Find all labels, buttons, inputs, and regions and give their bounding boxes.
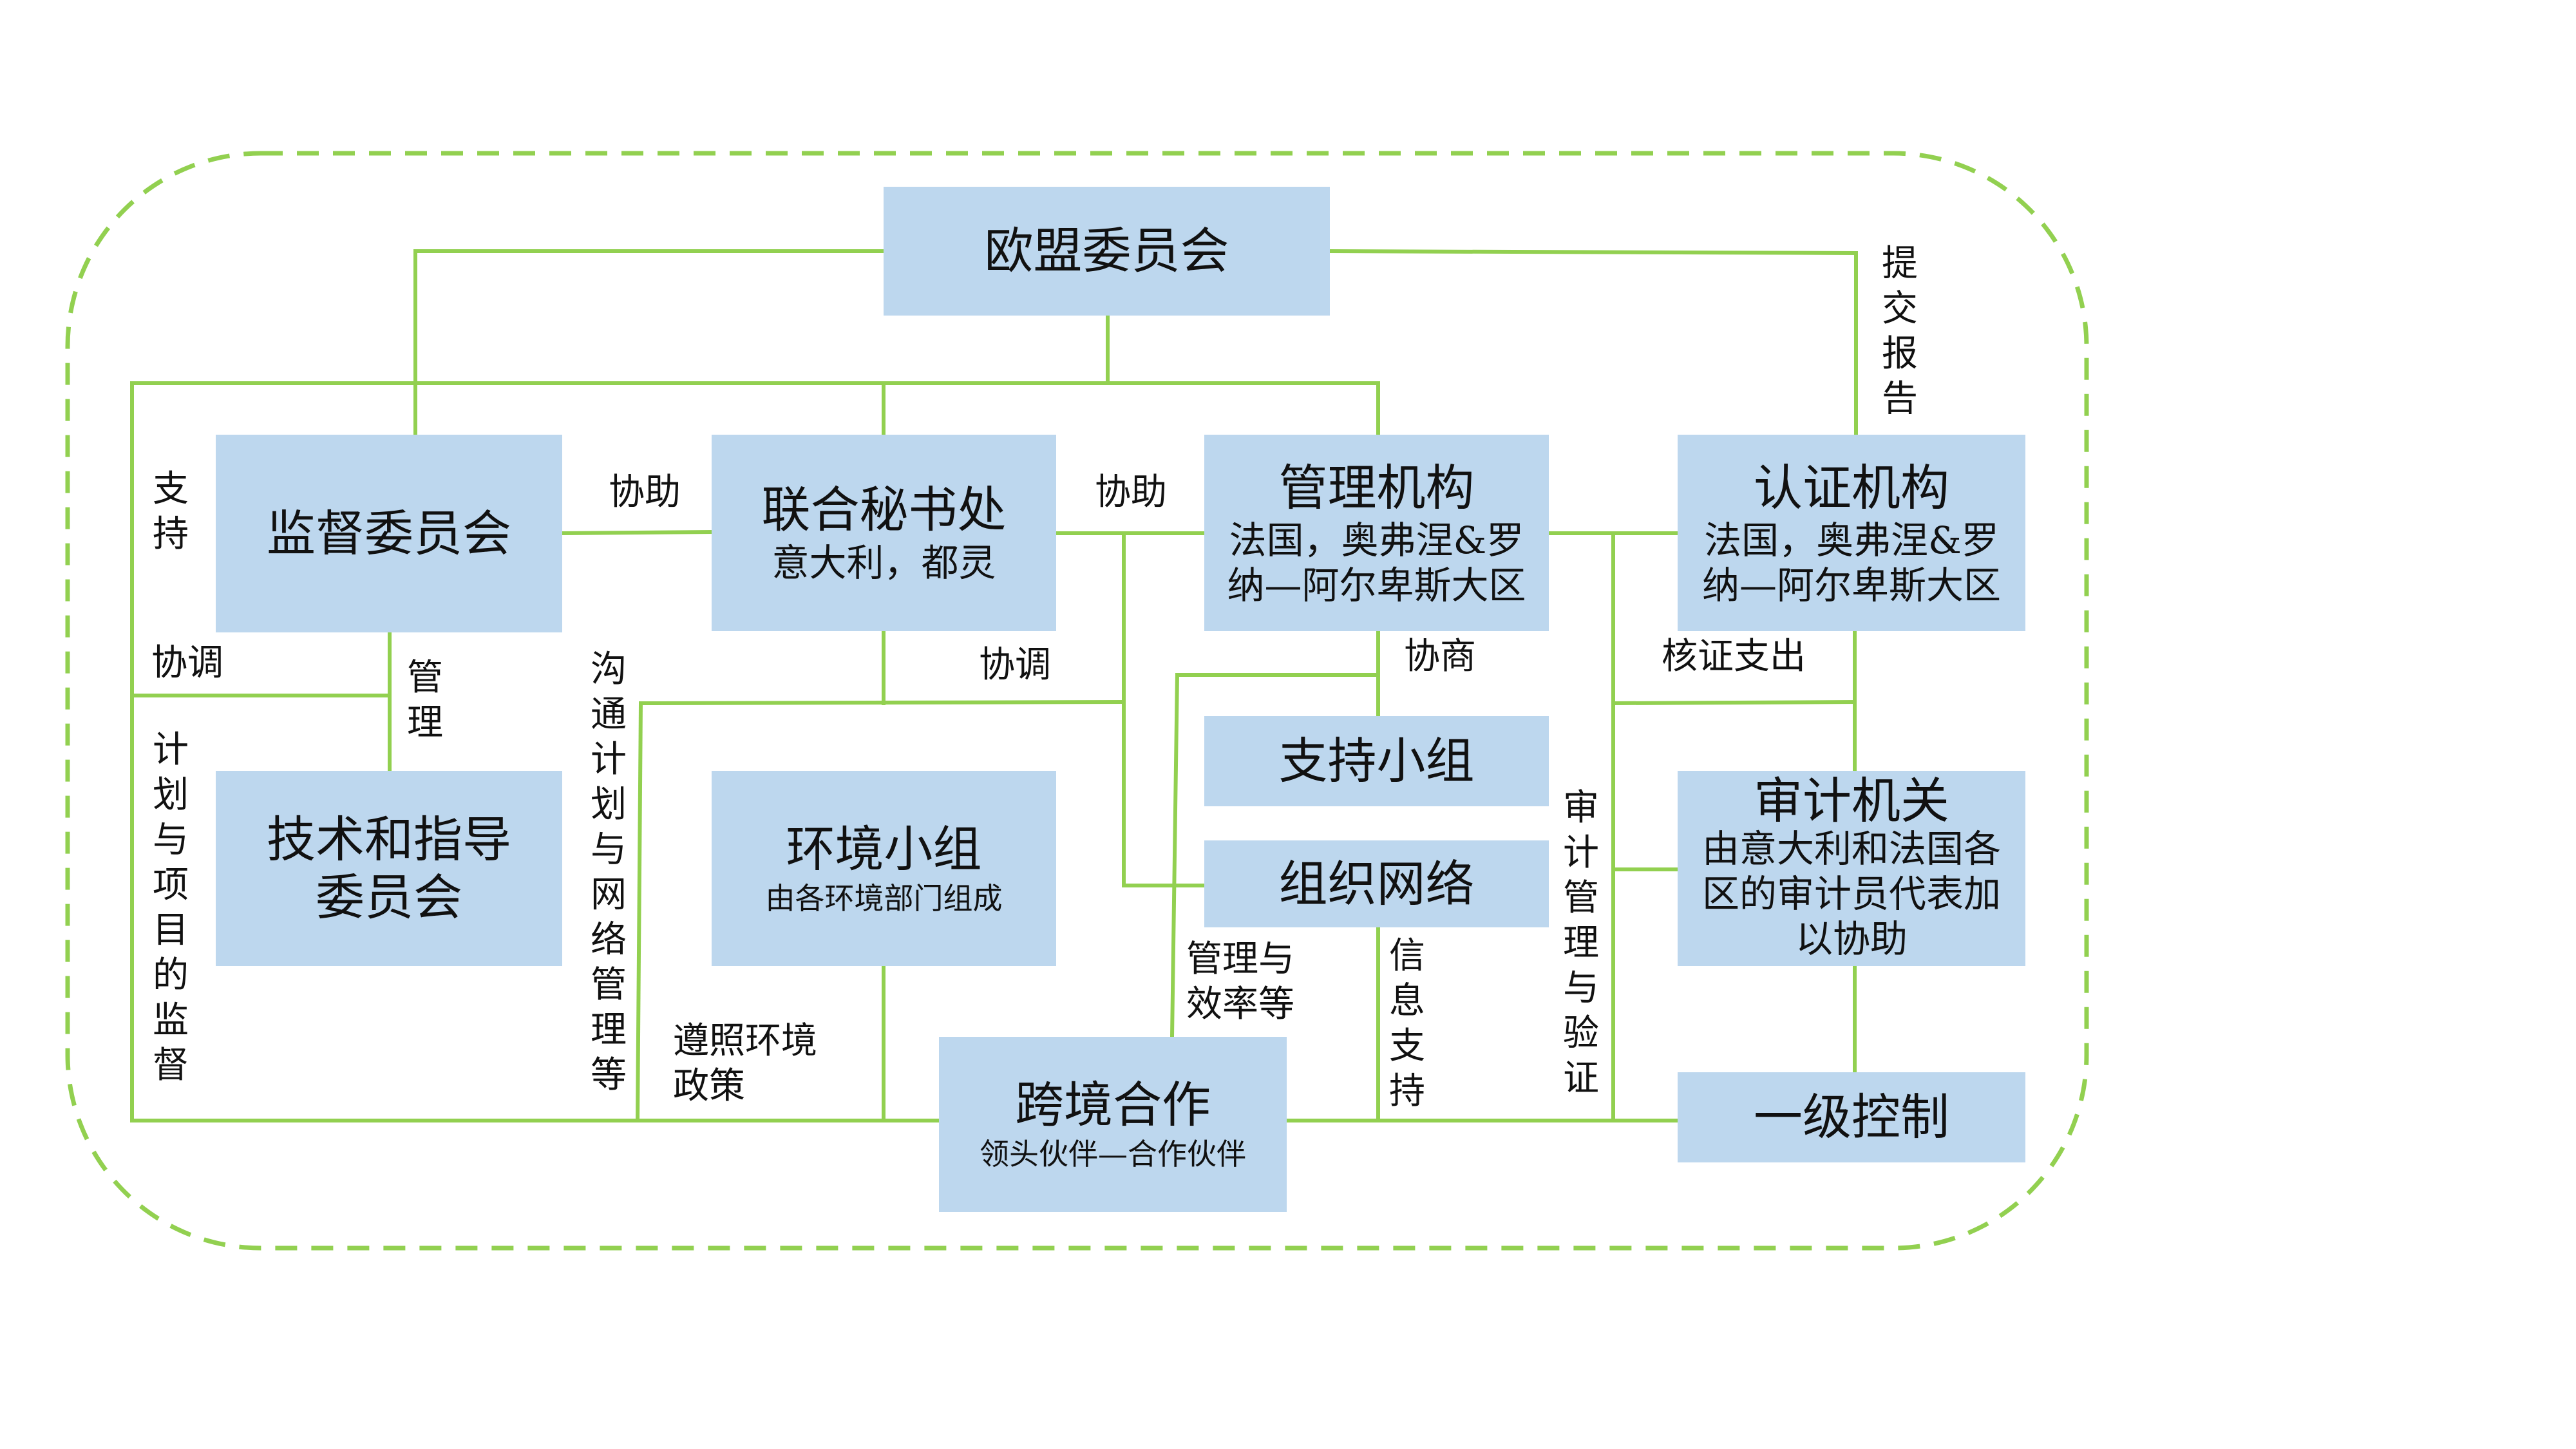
box-subtitle: 领头伙伴—合作伙伴 — [980, 1137, 1246, 1171]
label-management-efficiency: 管理与效率等 — [1186, 938, 1294, 1025]
outer-dashed-frame — [65, 151, 2089, 1251]
box-european-commission: 欧盟委员会 — [884, 187, 1330, 316]
box-title: 组织网络 — [1278, 855, 1475, 913]
box-audit-authority: 审计机关 由意大利和法国各区的审计员代表加以协助 — [1678, 771, 2025, 966]
label-consult: 协商 — [1404, 636, 1476, 677]
box-title: 管理机构 — [1278, 459, 1475, 516]
label-manage: 管理 — [407, 657, 443, 744]
box-certifying-authority: 认证机构 法国，奥弗涅&罗纳—阿尔卑斯大区 — [1678, 435, 2025, 631]
label-submit-report: 提交报告 — [1882, 243, 1918, 420]
box-subtitle: 法国，奥弗涅&罗纳—阿尔卑斯大区 — [1701, 518, 2001, 607]
label-assist-right: 协助 — [1095, 471, 1167, 513]
label-coordinate-left: 协调 — [151, 642, 223, 684]
label-plan-supervision: 计划与项目的监督 — [153, 729, 189, 1086]
box-subtitle: 由意大利和法国各区的审计员代表加以协助 — [1701, 826, 2001, 961]
box-title: 欧盟委员会 — [984, 222, 1229, 279]
label-environment-policy: 遵照环境政策 — [673, 1020, 817, 1107]
label-information-support: 信息支持 — [1389, 935, 1425, 1112]
box-cross-border-cooperation: 跨境合作 领头伙伴—合作伙伴 — [939, 1037, 1287, 1212]
box-title: 监督委员会 — [267, 504, 511, 562]
box-joint-secretariat: 联合秘书处 意大利，都灵 — [712, 435, 1056, 631]
box-subtitle: 意大利，都灵 — [772, 540, 996, 585]
box-title: 环境小组 — [786, 820, 982, 878]
box-title: 一级控制 — [1754, 1088, 1949, 1146]
label-coordinate-right: 协调 — [979, 644, 1051, 686]
box-environment-group: 环境小组 由各环境部门组成 — [712, 771, 1056, 966]
box-title: 跨境合作 — [1015, 1076, 1211, 1133]
box-organization-network: 组织网络 — [1204, 840, 1549, 927]
label-assist-left: 协助 — [609, 471, 681, 513]
label-support: 支持 — [153, 468, 189, 555]
box-title: 支持小组 — [1278, 732, 1475, 790]
label-audit-verification: 审计管理与验证 — [1563, 787, 1599, 1099]
label-communication: 沟通计划与网络管理等 — [591, 649, 627, 1096]
connectors — [130, 249, 1859, 1123]
box-title: 认证机构 — [1754, 459, 1949, 516]
box-subtitle: 由各环境部门组成 — [765, 880, 1003, 916]
box-support-group: 支持小组 — [1204, 716, 1549, 806]
box-title: 技术和指导委员会 — [267, 810, 511, 926]
box-title: 审计机关 — [1754, 772, 1949, 829]
box-technical-committee: 技术和指导委员会 — [216, 771, 562, 966]
box-monitoring-committee: 监督委员会 — [216, 435, 562, 632]
box-title: 联合秘书处 — [761, 480, 1007, 538]
box-subtitle: 法国，奥弗涅&罗纳—阿尔卑斯大区 — [1227, 518, 1526, 607]
label-verify-expenditure: 核证支出 — [1662, 636, 1806, 677]
box-first-level-control: 一级控制 — [1678, 1072, 2025, 1162]
box-managing-authority: 管理机构 法国，奥弗涅&罗纳—阿尔卑斯大区 — [1204, 435, 1549, 631]
